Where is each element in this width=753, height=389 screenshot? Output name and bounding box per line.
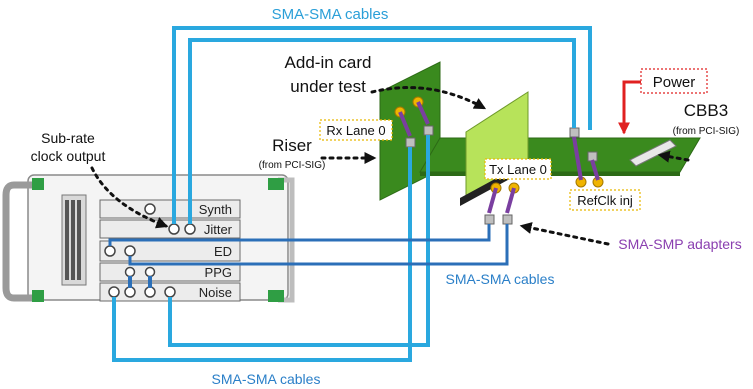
- annotation-arrows: [90, 80, 690, 246]
- label-refclk: RefClk inj: [577, 193, 633, 208]
- label-sma-cables-top: SMA-SMA cables: [272, 6, 389, 23]
- label-cbb3-sub: (from PCI-SIG): [673, 126, 740, 137]
- label-tx-lane: Tx Lane 0: [489, 162, 547, 177]
- label-sma-cables-bottom: SMA-SMA cables: [212, 371, 321, 387]
- power-label: Power: [640, 68, 708, 94]
- module-label-synth: Synth: [199, 202, 232, 217]
- vent-grille: [61, 194, 87, 286]
- sma-cables-mid: [108, 224, 509, 266]
- label-power: Power: [653, 74, 696, 91]
- label-rx-lane: Rx Lane 0: [326, 123, 385, 138]
- label-subrate-line1: Sub-rate: [41, 130, 95, 146]
- module-label-ed: ED: [214, 244, 232, 259]
- label-addin-line2: under test: [290, 77, 366, 96]
- module-synth: [99, 199, 241, 219]
- label-sma-smp: SMA-SMP adapters: [618, 236, 741, 252]
- label-riser: Riser: [272, 136, 312, 155]
- module-noise: [99, 282, 241, 302]
- smp-adapters: [398, 101, 600, 214]
- power-connector: [629, 139, 677, 167]
- refclk-label: RefClk inj: [569, 189, 641, 211]
- module-label-noise: Noise: [199, 285, 232, 300]
- module-jitter: [99, 219, 241, 239]
- cbb3-board: [419, 137, 701, 176]
- module-label-ppg: PPG: [205, 265, 232, 280]
- label-addin-line1: Add-in card: [285, 53, 372, 72]
- module-label-jitter: Jitter: [204, 222, 233, 237]
- label-riser-sub: (from PCI-SIG): [259, 160, 326, 171]
- label-subrate-line2: clock output: [31, 148, 106, 164]
- label-sma-cables-mid: SMA-SMA cables: [446, 271, 555, 287]
- label-cbb3: CBB3: [684, 101, 728, 120]
- rx-lane-label: Rx Lane 0: [319, 119, 393, 141]
- tx-sma-connectors: [484, 214, 513, 225]
- tx-lane-label: Tx Lane 0: [484, 158, 552, 180]
- sma-cables-top: [172, 26, 592, 224]
